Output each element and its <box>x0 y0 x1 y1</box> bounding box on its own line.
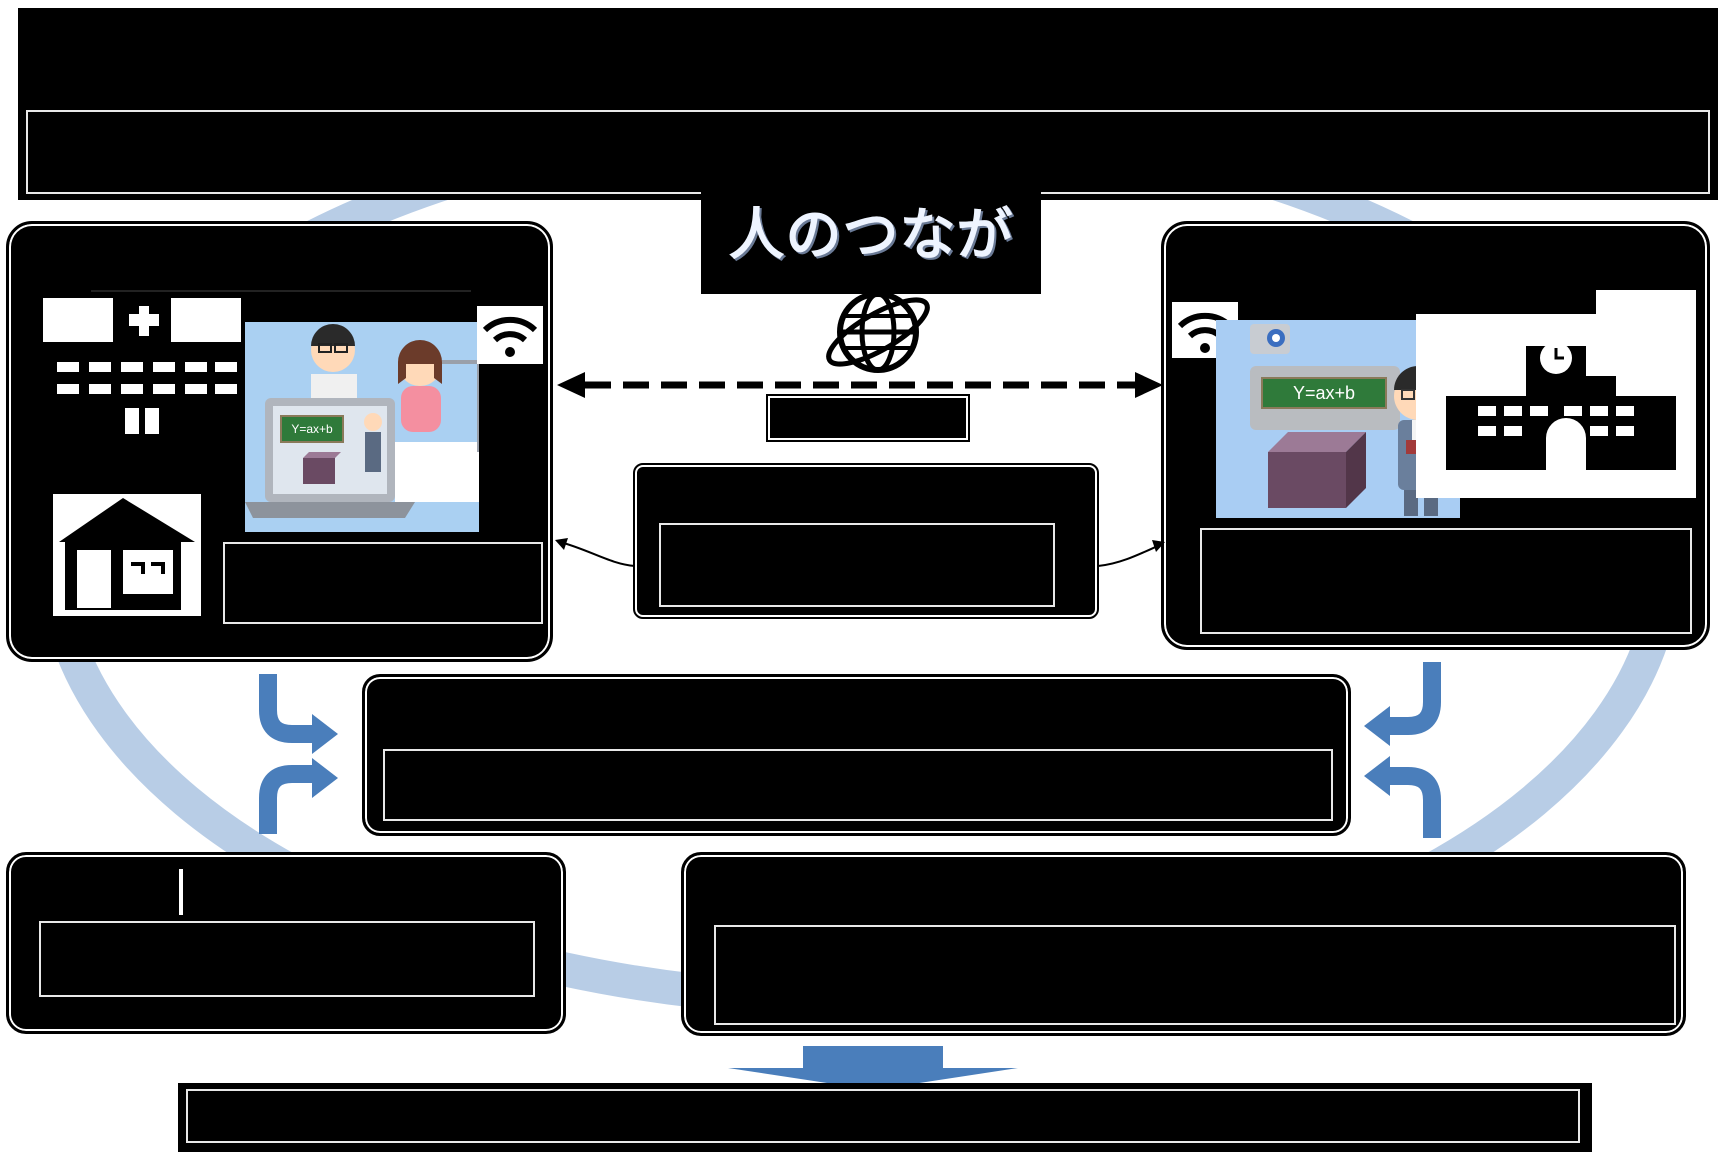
bottom-left-inner <box>39 921 535 997</box>
bottom-left-panel <box>6 852 566 1034</box>
panel-heading-left <box>91 238 471 292</box>
bottom-right-panel <box>681 852 1686 1036</box>
online-connection-arrow <box>557 372 1163 398</box>
header-banner <box>18 8 1718 200</box>
house-caption <box>55 616 203 656</box>
bottom-right-inner <box>714 925 1676 1025</box>
school-panel: Y=ax+b <box>1161 221 1710 650</box>
center-description-inner <box>659 523 1055 607</box>
middle-summary-panel <box>362 674 1351 836</box>
right-flow-arrows <box>1364 662 1441 838</box>
house-icon <box>53 494 201 616</box>
home-hospital-panel: Y=ax+b <box>6 221 553 662</box>
down-arrow <box>728 1046 1018 1090</box>
wifi-icon <box>477 306 543 364</box>
hospital-icon <box>37 296 249 446</box>
conclusion-inner <box>186 1089 1580 1143</box>
conclusion-bar <box>178 1083 1592 1152</box>
laptop-equation: Y=ax+b <box>291 422 333 436</box>
header-subtitle-box <box>26 110 1710 194</box>
school-icon <box>1416 290 1696 498</box>
home-hospital-caption-box <box>223 542 543 624</box>
remote-student-illustration: Y=ax+b <box>245 322 479 532</box>
diagram-title: 人のつながり <box>701 192 1041 356</box>
left-flow-arrows <box>259 674 338 834</box>
panel-heading-right <box>1178 234 1698 274</box>
school-caption-box <box>1200 528 1692 634</box>
globe-icon <box>826 291 930 373</box>
board-equation: Y=ax+b <box>1292 383 1356 403</box>
bottom-left-divider <box>179 869 183 915</box>
center-connectors <box>555 538 1165 567</box>
connection-label-box <box>766 394 970 442</box>
center-description-box <box>633 463 1099 619</box>
middle-summary-inner <box>383 749 1333 821</box>
